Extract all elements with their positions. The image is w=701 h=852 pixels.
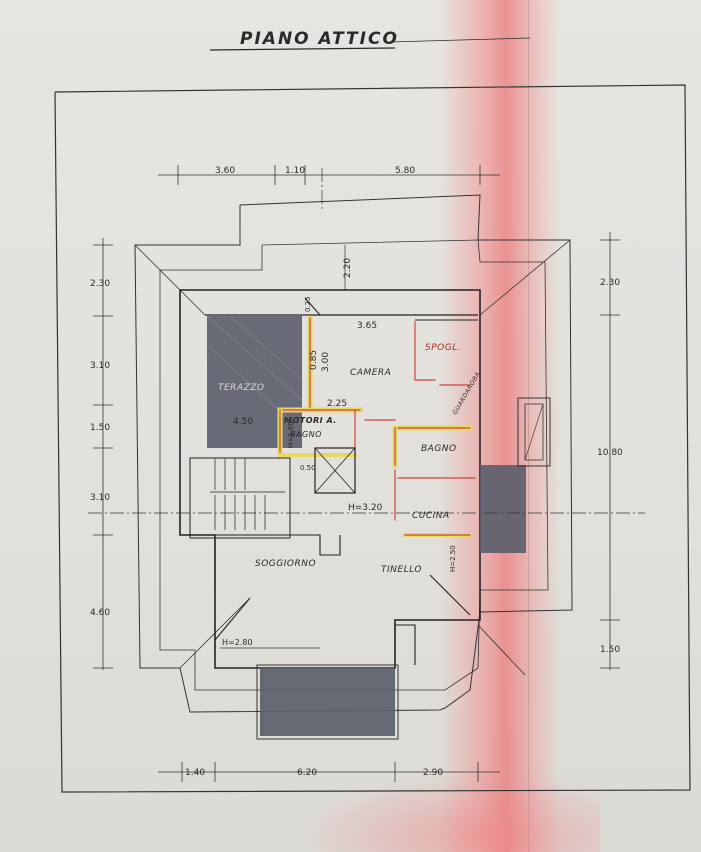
roof-hip-se xyxy=(477,624,526,676)
site-boundary xyxy=(54,84,691,793)
dim-right-2: 10.80 xyxy=(597,448,623,458)
dim-left-2: 3.10 xyxy=(90,361,110,371)
room-bagno-small: BAGNO xyxy=(290,430,322,439)
dim-right-1: 2.30 xyxy=(600,278,620,288)
partition-walls xyxy=(277,315,476,537)
dim-inner-h160: H=1.60 xyxy=(287,421,295,448)
paper-fold-line xyxy=(528,0,529,852)
east-window-inner xyxy=(524,403,544,461)
east-balcony-fill xyxy=(480,465,526,553)
dim-top-2: 1.10 xyxy=(285,166,305,176)
title-underline xyxy=(209,47,396,51)
dim-inner-220: 2.20 xyxy=(343,258,353,278)
plan-title: PIANO ATTICO xyxy=(240,29,399,49)
terrace-hatch-3 xyxy=(206,344,291,421)
dim-top-1: 3.60 xyxy=(215,166,235,176)
bottom-dimension-line xyxy=(158,762,500,782)
room-soggiorno: SOGGIORNO xyxy=(255,559,316,569)
roof-inner-outline xyxy=(159,239,549,691)
dim-left-1: 2.30 xyxy=(90,279,110,289)
dim-inner-365: 3.65 xyxy=(357,321,377,331)
room-bagno: BAGNO xyxy=(421,444,457,454)
dim-top-3: 5.80 xyxy=(395,166,415,176)
roof-hip-ne xyxy=(479,239,571,316)
axis-lines xyxy=(88,168,645,514)
stair-treads xyxy=(210,458,285,530)
right-dimension-line xyxy=(600,232,620,670)
room-sprogl: SPOGL. xyxy=(425,343,461,353)
east-window-box xyxy=(517,397,551,467)
lift-shaft xyxy=(314,447,356,494)
roof-hip-nw xyxy=(134,244,206,316)
room-motori: MOTORI A. xyxy=(284,416,337,425)
dim-inner-085: 0.85 xyxy=(309,350,319,370)
south-balcony-fill xyxy=(260,668,395,736)
dim-inner-450: 4.50 xyxy=(233,417,253,427)
south-balcony-outline xyxy=(256,664,399,740)
dim-inner-050: 0.50 xyxy=(300,464,316,472)
room-tinello: TINELLO xyxy=(381,565,422,575)
title-rule xyxy=(389,37,531,43)
left-dimension-line xyxy=(93,238,113,670)
dim-left-3: 1.50 xyxy=(90,423,110,433)
dim-inner-025: 0.25 xyxy=(304,296,312,312)
dim-right-3: 1.50 xyxy=(600,645,620,655)
dim-left-5: 4.60 xyxy=(90,608,110,618)
terrace-hatch-2 xyxy=(229,315,303,381)
terrace-hatch-1 xyxy=(206,315,303,401)
dim-bottom-2: 6.20 xyxy=(297,768,317,778)
top-dimension-line xyxy=(158,165,500,185)
roof-eaves-outline xyxy=(134,194,573,713)
lift-shaft-x2 xyxy=(314,447,356,494)
height-250: H=2.50 xyxy=(449,545,457,572)
dim-left-4: 3.10 xyxy=(90,493,110,503)
dim-inner-300: 3.00 xyxy=(321,352,331,372)
room-camera: CAMERA xyxy=(350,368,391,378)
room-cucina: CUCINA xyxy=(412,511,450,521)
east-window-diagonal xyxy=(524,403,544,461)
height-280: H=2.80 xyxy=(222,638,253,647)
height-320: H=3.20 xyxy=(348,503,383,513)
dim-bottom-1: 1.40 xyxy=(185,768,205,778)
interior-walls xyxy=(214,297,478,665)
room-terrazzo: TERAZZO xyxy=(218,383,265,393)
dim-inner-225: 2.25 xyxy=(327,399,347,409)
dim-bottom-3: 2.90 xyxy=(423,768,443,778)
room-guardaroba: GUARDAROBA xyxy=(452,371,482,416)
stairwell xyxy=(189,457,291,539)
